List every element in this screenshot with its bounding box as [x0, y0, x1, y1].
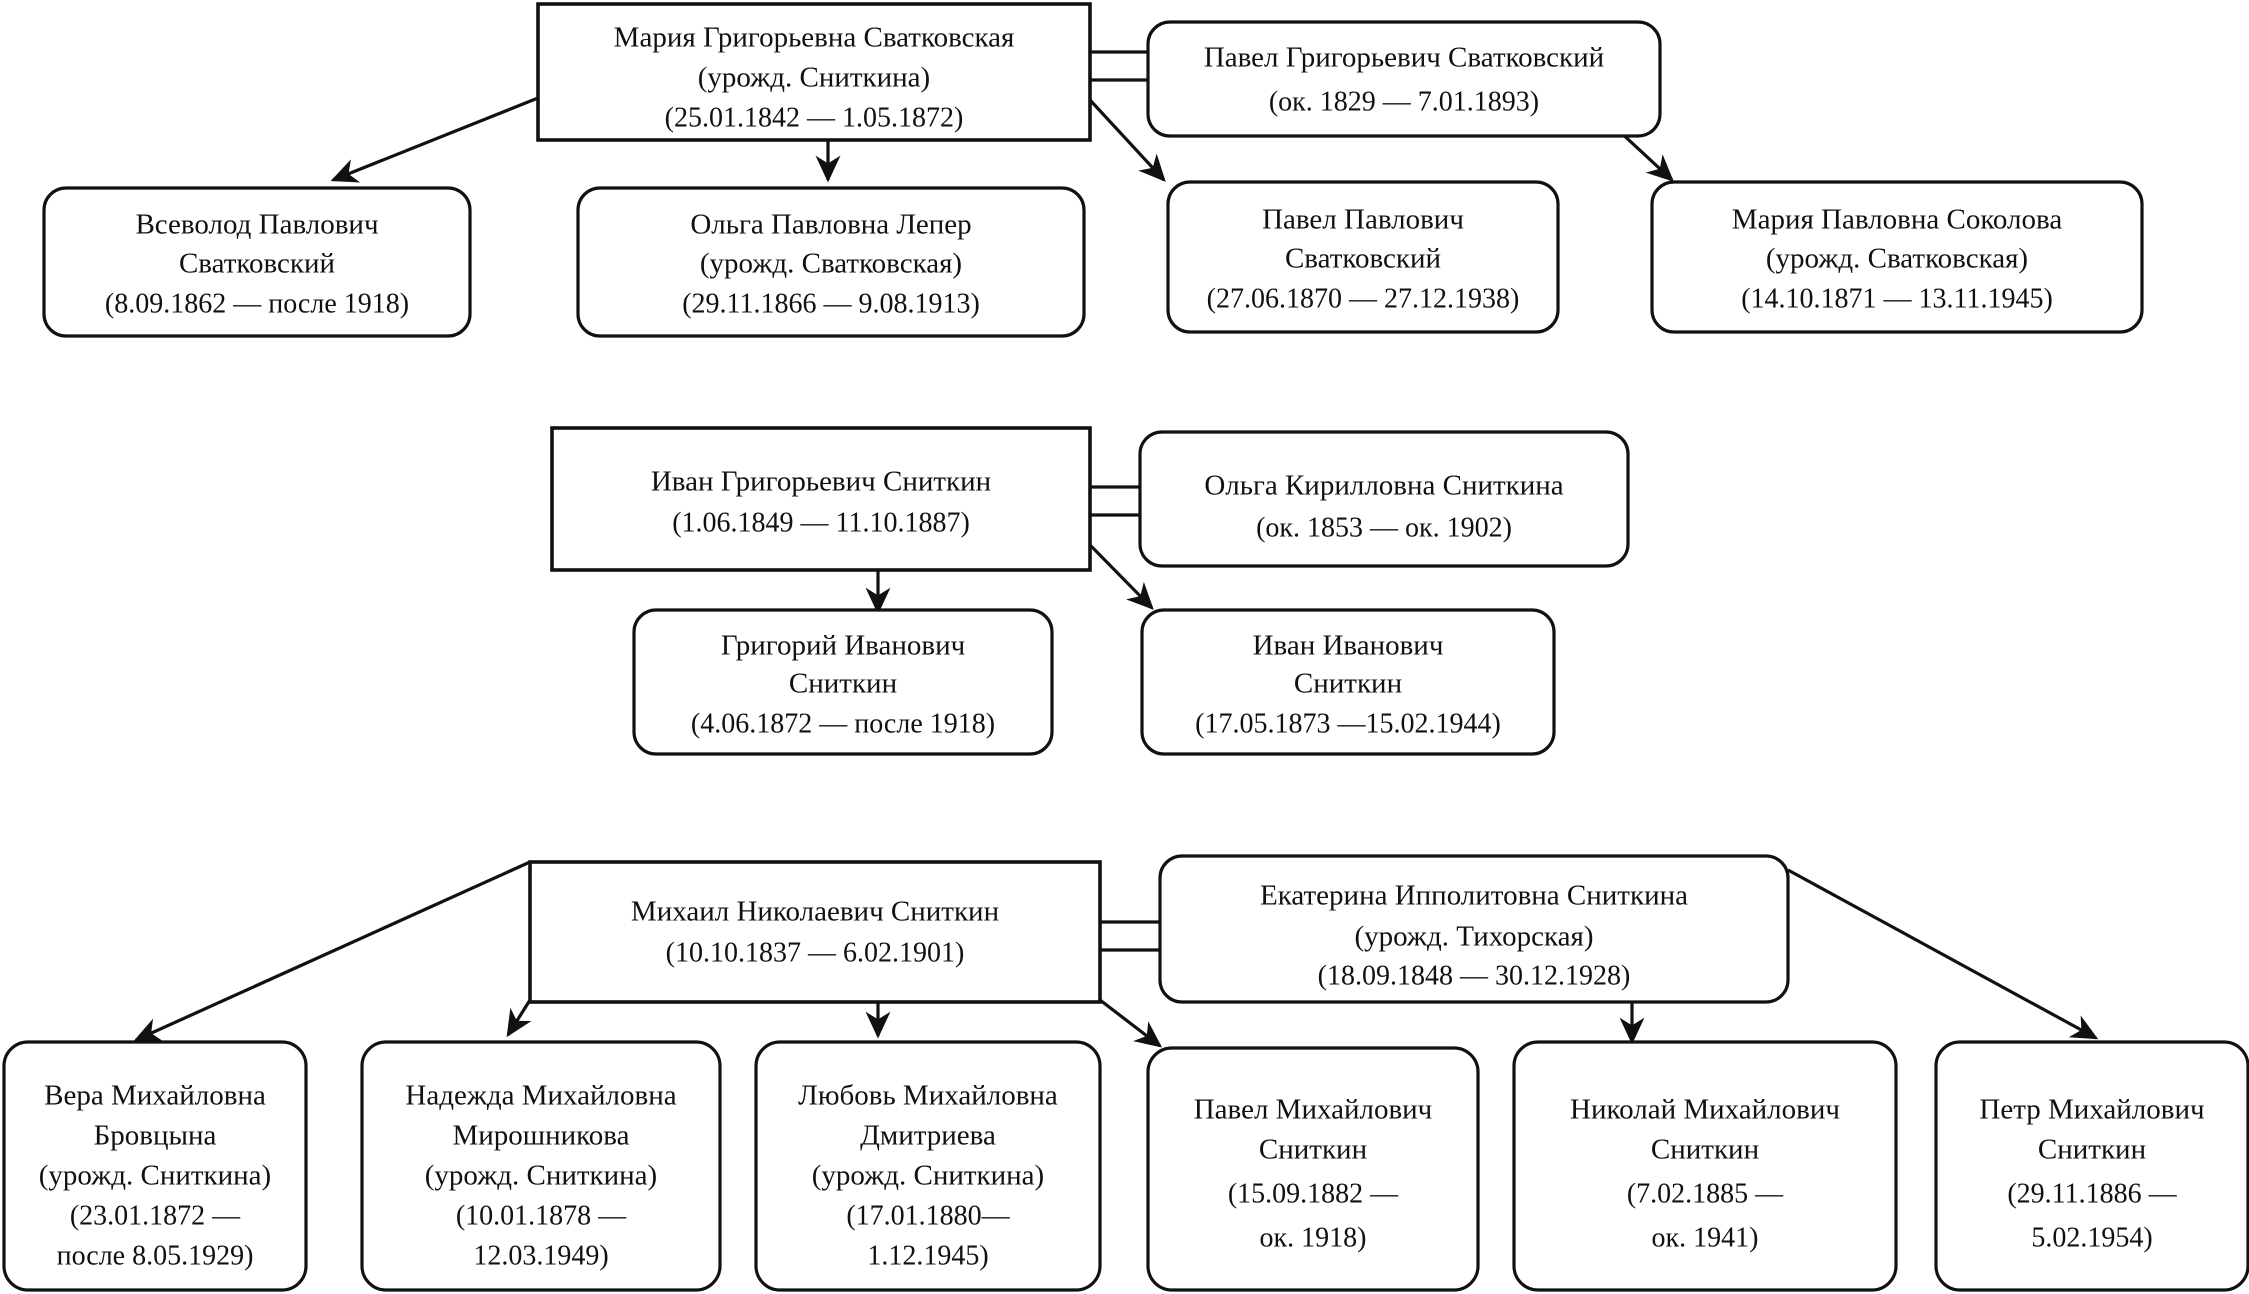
node-line: (29.11.1886 — [2007, 1178, 2177, 1209]
node-line: (25.01.1842 — 1.05.1872) [665, 102, 964, 133]
node-maria-grigorievna-svatkovskaya[interactable]: Мария Григорьевна Сватковская (урожд. Сн… [536, 2, 1092, 142]
node-line: Сниткин [2038, 1134, 2146, 1166]
node-line: Петр Михайлович [1979, 1094, 2204, 1126]
node-line: Сниткин [1651, 1134, 1759, 1166]
node-nadezhda-mikhailovna-miroshnikova[interactable]: Надежда Михайловна Мирошникова (урожд. С… [360, 1040, 722, 1292]
node-line: (ок. 1829 — 7.01.1893) [1269, 86, 1539, 117]
node-lyubov-mikhailovna-dmitrieva[interactable]: Любовь Михайловна Дмитриева (урожд. Снит… [754, 1040, 1102, 1292]
node-line: (7.02.1885 — [1627, 1178, 1784, 1209]
node-line: (урожд. Сватковская) [1766, 243, 2028, 275]
family-group-svatkovsky: Мария Григорьевна Сватковская (урожд. Сн… [42, 2, 2144, 338]
node-line: (18.09.1848 — 30.12.1928) [1318, 960, 1631, 991]
child-links-snitkin-ivan [865, 543, 1154, 615]
node-pavel-pavlovich-svatkovsky[interactable]: Павел Павлович Сватковский (27.06.1870 —… [1166, 180, 1560, 334]
node-grigory-ivanovich-snitkin[interactable]: Григорий Иванович Сниткин (4.06.1872 — п… [632, 608, 1054, 756]
node-line: (урожд. Сниткина) [425, 1160, 657, 1192]
node-line: Вера Михайловна [44, 1080, 266, 1112]
node-vsevolod-pavlovich-svatkovsky[interactable]: Всеволод Павлович Сватковский (8.09.1862… [42, 186, 472, 338]
node-line: Павел Григорьевич Сватковский [1204, 42, 1604, 74]
node-line: Бровцына [94, 1120, 217, 1152]
node-line: Дмитриева [860, 1120, 996, 1152]
node-line: (17.05.1873 —15.02.1944) [1195, 708, 1501, 739]
spouse-connector-snitkin-mikhail [1100, 920, 1160, 952]
node-line: Павел Павлович [1262, 204, 1464, 236]
node-line: 12.03.1949) [473, 1240, 608, 1271]
node-ekaterina-ippolitovna-snitkina[interactable]: Екатерина Ипполитовна Сниткина (урожд. Т… [1158, 854, 1790, 1004]
node-line: (27.06.1870 — 27.12.1938) [1207, 283, 1520, 314]
node-line: (10.10.1837 — 6.02.1901) [666, 937, 965, 968]
node-line: 1.12.1945) [867, 1240, 988, 1271]
node-line: Мария Павловна Соколова [1732, 204, 2063, 236]
child-links-snitkin-mikhail [133, 860, 2099, 1048]
node-line: Ольга Кирилловна Сниткина [1204, 470, 1563, 502]
node-line: (10.01.1878 — [456, 1200, 627, 1231]
node-line: Надежда Михайловна [405, 1080, 676, 1112]
node-line: (урожд. Тихорская) [1354, 921, 1593, 953]
node-line: (14.10.1871 — 13.11.1945) [1741, 283, 2053, 314]
node-line: Сниткин [789, 668, 897, 700]
node-line: (урожд. Сниткина) [39, 1160, 271, 1192]
node-mikhail-nikolaevich-snitkin[interactable]: Михаил Николаевич Сниткин (10.10.1837 — … [528, 860, 1102, 1004]
node-line: Сватковский [179, 248, 335, 280]
node-olga-pavlovna-leper[interactable]: Ольга Павловна Лепер (урожд. Сватковская… [576, 186, 1086, 338]
node-line: Екатерина Ипполитовна Сниткина [1260, 880, 1688, 912]
node-line: (ок. 1853 — ок. 1902) [1256, 512, 1512, 543]
node-line: Ольга Павловна Лепер [690, 209, 971, 241]
node-line: Николай Михайлович [1570, 1094, 1840, 1126]
node-line: (урожд. Сниткина) [698, 62, 930, 94]
node-line: (17.01.1880— [846, 1200, 1010, 1231]
node-ivan-ivanovich-snitkin[interactable]: Иван Иванович Сниткин (17.05.1873 —15.02… [1140, 608, 1556, 756]
node-line: (23.01.1872 — [70, 1200, 241, 1231]
node-line: Павел Михайлович [1194, 1094, 1433, 1126]
node-line: (15.09.1882 — [1228, 1178, 1399, 1209]
node-petr-mikhailovich-snitkin[interactable]: Петр Михайлович Сниткин (29.11.1886 — 5.… [1934, 1040, 2249, 1292]
node-vera-mikhailovna-brovtsyna[interactable]: Вера Михайловна Бровцына (урожд. Сниткин… [2, 1040, 308, 1292]
node-line: (урожд. Сватковская) [700, 248, 962, 280]
node-line: Сниткин [1259, 1134, 1367, 1166]
node-line: Сниткин [1294, 668, 1402, 700]
node-line: Всеволод Павлович [135, 209, 378, 241]
node-line: Михаил Николаевич Сниткин [631, 896, 999, 928]
node-ivan-grigorievich-snitkin[interactable]: Иван Григорьевич Сниткин (1.06.1849 — 11… [550, 426, 1092, 572]
node-line: Сватковский [1285, 243, 1441, 275]
node-line: Мария Григорьевна Сватковская [614, 22, 1015, 54]
node-line: (урожд. Сниткина) [812, 1160, 1044, 1192]
node-pavel-grigorievich-svatkovsky[interactable]: Павел Григорьевич Сватковский (ок. 1829 … [1146, 20, 1662, 138]
node-line: ок. 1918) [1260, 1222, 1367, 1253]
node-line: (29.11.1866 — 9.08.1913) [682, 288, 980, 319]
node-line: Любовь Михайловна [798, 1080, 1058, 1112]
spouse-connector-snitkin-ivan [1090, 485, 1140, 517]
node-line: Иван Иванович [1253, 630, 1444, 662]
node-line: ок. 1941) [1652, 1222, 1759, 1253]
node-line: Иван Григорьевич Сниткин [651, 466, 991, 498]
node-line: (8.09.1862 — после 1918) [105, 288, 409, 319]
spouse-connector-svatkovsky [1090, 50, 1148, 82]
child-links-svatkovsky [330, 96, 1674, 183]
family-group-snitkin-mikhail: Михаил Николаевич Сниткин (10.10.1837 — … [2, 854, 2249, 1292]
node-nikolai-mikhailovich-snitkin[interactable]: Николай Михайлович Сниткин (7.02.1885 — … [1512, 1040, 1898, 1292]
node-maria-pavlovna-sokolova[interactable]: Мария Павловна Соколова (урожд. Сватковс… [1650, 180, 2144, 334]
node-line: (4.06.1872 — после 1918) [691, 708, 995, 739]
node-line: Григорий Иванович [721, 630, 965, 662]
node-olga-kirillovna-snitkina[interactable]: Ольга Кирилловна Сниткина (ок. 1853 — ок… [1138, 430, 1630, 568]
node-pavel-mikhailovich-snitkin[interactable]: Павел Михайлович Сниткин (15.09.1882 — о… [1146, 1046, 1480, 1292]
node-line: 5.02.1954) [2031, 1222, 2152, 1253]
node-line: (1.06.1849 — 11.10.1887) [672, 507, 970, 538]
family-group-snitkin-ivan: Иван Григорьевич Сниткин (1.06.1849 — 11… [550, 426, 1630, 756]
node-line: Мирошникова [453, 1120, 630, 1152]
node-line: после 8.05.1929) [57, 1240, 254, 1271]
